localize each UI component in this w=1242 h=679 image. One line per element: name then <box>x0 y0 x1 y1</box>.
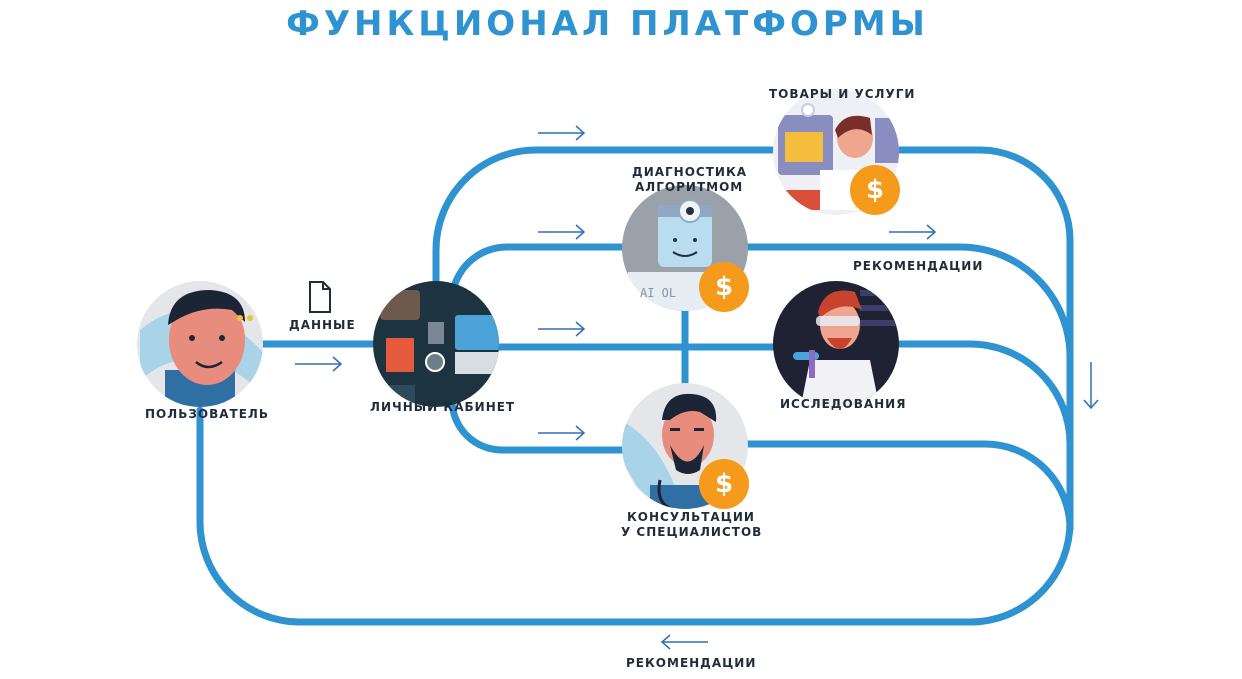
label-consult-line2: У СПЕЦИАЛИСТОВ <box>621 525 763 539</box>
arrow-right-data <box>295 356 343 372</box>
research-scientist <box>773 281 899 407</box>
label-diagnostics-line1: ДИАГНОСТИКА <box>632 165 748 179</box>
page-title: ФУНКЦИОНАЛ ПЛАТФОРМЫ <box>286 4 929 44</box>
arrow-right-consult <box>538 425 586 441</box>
flow-line-research-right <box>894 340 1074 524</box>
label-diagnostics-line2: АЛГОРИТМОМ <box>635 180 744 194</box>
label-cabinet: ЛИЧНЫЙ КАБИНЕТ <box>370 400 516 414</box>
flow-line-consult-right <box>736 440 1074 533</box>
price-coin-consult: $ <box>699 459 749 509</box>
user-avatar <box>137 281 263 407</box>
consultation-doctor <box>622 383 748 509</box>
label-goods: ТОВАРЫ И УСЛУГИ <box>769 87 916 101</box>
flow-line-goods <box>432 146 794 294</box>
price-coin-diagnostics: $ <box>699 262 749 312</box>
label-recommendations-bottom: РЕКОМЕНДАЦИИ <box>626 656 757 670</box>
label-research: ИССЛЕДОВАНИЯ <box>780 397 907 411</box>
arrow-right-diagnostics <box>538 224 586 240</box>
label-consult-line1: КОНСУЛЬТАЦИИ <box>627 510 755 524</box>
flow-line-diagnostics <box>448 243 634 304</box>
arrow-left-return <box>660 634 708 650</box>
flow-line-diagnostics-right <box>741 243 1074 524</box>
cabinet-illustration <box>373 281 499 407</box>
label-data: ДАННЫЕ <box>289 318 356 332</box>
flow-line-consult <box>448 396 634 454</box>
arrow-right-recommend <box>889 224 937 240</box>
flow-line-return <box>196 406 1074 626</box>
document-icon <box>309 281 331 313</box>
arrow-right-research <box>538 321 586 337</box>
label-recommendations-right: РЕКОМЕНДАЦИИ <box>853 259 984 273</box>
arrow-down <box>1083 362 1099 410</box>
price-coin-goods: $ <box>850 165 900 215</box>
diagnostics-screen-text: AI OL <box>640 286 676 300</box>
arrow-right-goods <box>538 125 586 141</box>
flow-line-goods-right <box>891 146 1074 524</box>
label-user: ПОЛЬЗОВАТЕЛЬ <box>145 407 270 421</box>
